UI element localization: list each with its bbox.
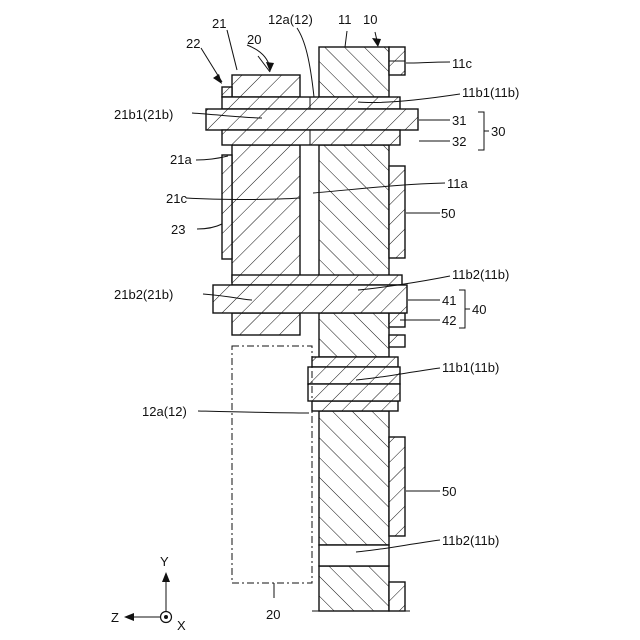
axis-label-y: Y bbox=[160, 554, 169, 569]
pad-50-bottom bbox=[389, 437, 405, 536]
label-32: 32 bbox=[452, 134, 466, 149]
pad-50-top bbox=[389, 166, 405, 258]
z-axis-arrow bbox=[124, 613, 134, 621]
member-11a-block bbox=[319, 145, 389, 282]
label-21b1: 21b1(21b) bbox=[114, 107, 173, 122]
label-30: 30 bbox=[491, 124, 505, 139]
label-41: 41 bbox=[442, 293, 456, 308]
plate-41-upper-rim bbox=[232, 275, 402, 285]
label-11a: 11a bbox=[447, 176, 468, 191]
x-axis-dot bbox=[164, 615, 168, 619]
member-23-pad bbox=[222, 155, 232, 259]
y-axis-arrow bbox=[162, 572, 170, 582]
label-21a: 21a bbox=[170, 152, 192, 167]
plate-11b1-mid-top bbox=[312, 357, 398, 367]
coordinate-axes: Y Z X bbox=[111, 554, 186, 633]
label-20-top: 20 bbox=[247, 32, 261, 47]
label-42: 42 bbox=[442, 313, 456, 328]
label-11b2-top: 11b2(11b) bbox=[452, 267, 509, 282]
member-11-bottom-block bbox=[319, 566, 389, 611]
arrow-20-head bbox=[266, 62, 274, 72]
phantom-member-20 bbox=[232, 346, 312, 583]
label-10: 10 bbox=[363, 12, 377, 27]
label-21: 21 bbox=[212, 16, 226, 31]
member-21-lower-cap bbox=[232, 313, 300, 335]
member-22-cap bbox=[232, 75, 300, 97]
label-31: 31 bbox=[452, 113, 466, 128]
label-23: 23 bbox=[171, 222, 185, 237]
member-11-mid-block bbox=[319, 313, 389, 357]
label-21c: 21c bbox=[166, 191, 187, 206]
label-20-bottom: 20 bbox=[266, 607, 280, 622]
axis-label-x: X bbox=[177, 618, 186, 633]
label-21b2: 21b2(21b) bbox=[114, 287, 173, 302]
label-11b1-mid: 11b1(11b) bbox=[442, 360, 499, 375]
label-50-top: 50 bbox=[441, 206, 455, 221]
label-11b2-bottom: 11b2(11b) bbox=[442, 533, 499, 548]
member-11c-bottom bbox=[389, 582, 405, 611]
plate-11b2-bottom bbox=[319, 545, 389, 566]
label-40: 40 bbox=[472, 302, 486, 317]
axis-label-z: Z bbox=[111, 610, 119, 625]
plate-32 bbox=[222, 130, 400, 145]
member-21a-block bbox=[232, 145, 300, 282]
label-11c: 11c bbox=[452, 56, 472, 71]
plate-11b1-mid bbox=[308, 367, 400, 384]
member-11c-mid-2 bbox=[389, 335, 405, 347]
bracket-30 bbox=[478, 112, 489, 150]
label-11b1-top: 11b1(11b) bbox=[462, 85, 519, 100]
label-22: 22 bbox=[186, 36, 200, 51]
bracket-40 bbox=[459, 290, 470, 328]
plate-12a-mid bbox=[308, 384, 400, 401]
plate-12a-mid-top bbox=[312, 401, 398, 411]
label-12a-top: 12a(12) bbox=[268, 12, 313, 27]
member-11-lower-block bbox=[319, 411, 389, 545]
plate-40 bbox=[213, 275, 407, 313]
member-11-top-block bbox=[319, 47, 389, 97]
plate-30 bbox=[206, 97, 418, 145]
member-22-step bbox=[222, 87, 232, 97]
label-12a-mid: 12a(12) bbox=[142, 404, 187, 419]
label-50-bottom: 50 bbox=[442, 484, 456, 499]
plate-31 bbox=[206, 109, 418, 130]
label-11: 11 bbox=[338, 12, 352, 27]
arrow-10-head bbox=[372, 38, 381, 47]
